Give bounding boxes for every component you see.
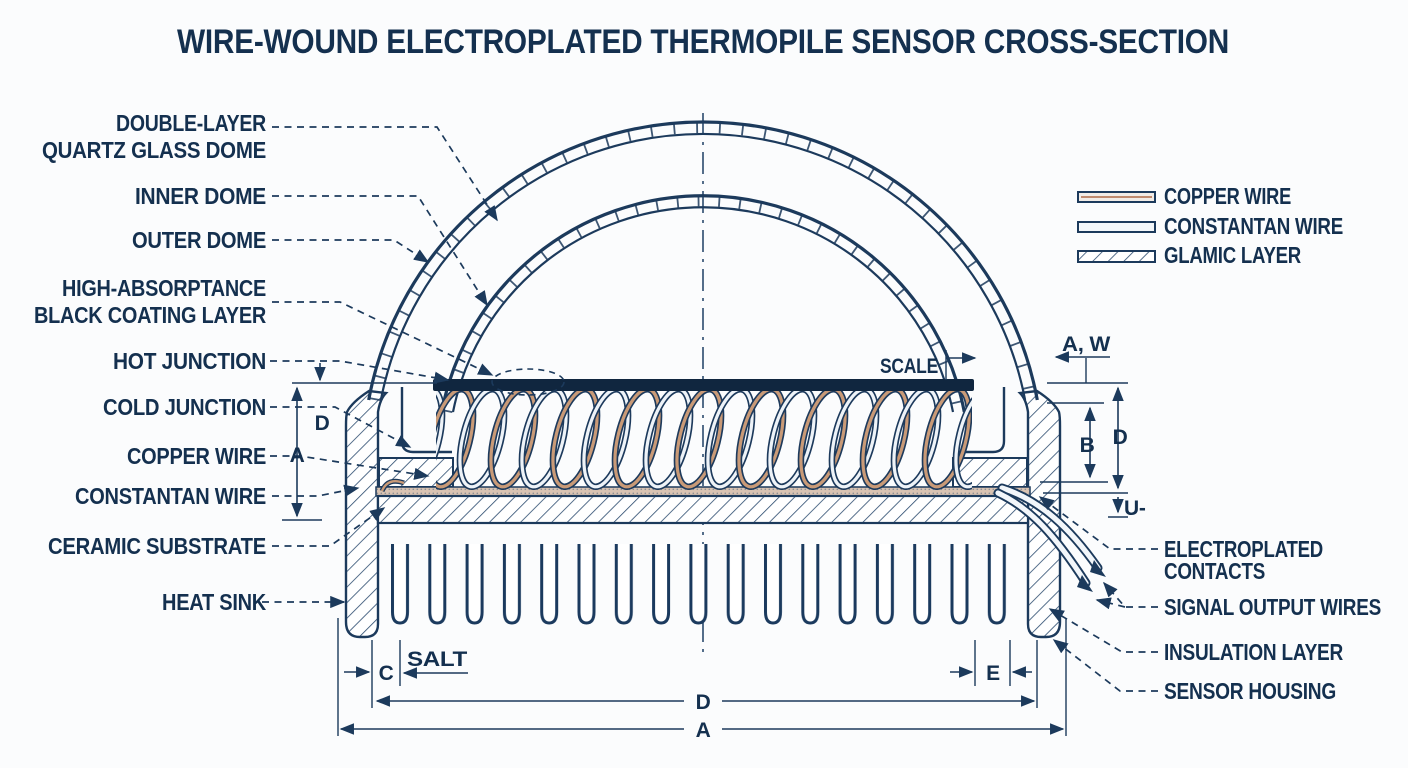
dim-c: C (379, 662, 394, 685)
black-coating-bar (433, 379, 974, 391)
heat-sink (390, 544, 1015, 629)
hot-junction-highlight (491, 368, 565, 396)
label-outer-dome: OUTER DOME (132, 227, 266, 253)
signal-output-wires (993, 483, 1106, 592)
leader-housing (1052, 639, 1158, 692)
dim-d-left: D (315, 412, 330, 435)
label-constantan-wire: CONSTANTAN WIRE (75, 483, 266, 509)
label-hot-junction: HOT JUNCTION (113, 348, 266, 374)
label-coating-line2: BLACK COATING LAYER (34, 302, 267, 328)
legend-labels: COPPER WIRE CONSTANTAN WIRE GLAMIC LAYER (1164, 183, 1343, 268)
dim-u: U- (1124, 497, 1146, 520)
label-contacts-line1: ELECTROPLATED (1164, 536, 1323, 562)
dim-aw: A, W (1062, 333, 1110, 356)
leader-contacts (1038, 496, 1158, 550)
quartz-glass-dome (367, 120, 1039, 413)
label-inner-dome: INNER DOME (135, 183, 266, 209)
label-sensor-housing: SENSOR HOUSING (1164, 678, 1336, 704)
leader-insulation (1048, 608, 1158, 653)
legend (1077, 191, 1156, 263)
wire-windings (436, 386, 972, 490)
dimension-lines (282, 350, 1128, 736)
legend-swatch-constantan (1077, 221, 1156, 233)
outer-dome-inner-line (379, 132, 1027, 401)
label-coating-line1: HIGH-ABSORPTANCE (62, 275, 266, 301)
ceramic-substrate (376, 494, 1030, 525)
dim-e: E (986, 662, 1000, 685)
thermopile-coil (379, 379, 974, 493)
sensor-housing-walls (344, 389, 1062, 639)
legend-label-glamic: GLAMIC LAYER (1164, 242, 1302, 268)
leader-hot-junction (270, 360, 450, 384)
inner-dome-outer-line (440, 194, 966, 413)
heat-sink-fins (390, 544, 1015, 629)
label-signal-wires: SIGNAL OUTPUT WIRES (1164, 594, 1381, 620)
leader-lines (262, 126, 1158, 692)
housing-wall-right (1017, 389, 1062, 639)
label-dome-line1: DOUBLE-LAYER (116, 110, 267, 136)
label-copper-wire: COPPER WIRE (127, 443, 266, 469)
label-dome-line2: QUARTZ GLASS DOME (42, 137, 266, 163)
dim-salt: SALT (407, 648, 468, 671)
leader-outer-dome (272, 239, 430, 263)
legend-swatch-glamic (1077, 250, 1156, 263)
label-ceramic-substrate: CERAMIC SUBSTRATE (48, 533, 266, 559)
leader-signal-2 (1095, 597, 1126, 610)
right-callout-labels: ELECTROPLATED CONTACTS SIGNAL OUTPUT WIR… (1164, 536, 1381, 704)
dim-scale: SCALE (880, 355, 938, 378)
leader-ceramic-substrate (272, 507, 386, 547)
outer-dome-outer-line (367, 120, 1039, 401)
leader-coating (272, 301, 494, 376)
legend-label-constantan: CONSTANTAN WIRE (1164, 213, 1343, 239)
dim-a-left: A (290, 444, 305, 467)
dim-d-right: D (1113, 426, 1128, 449)
housing-wall-left (344, 389, 389, 639)
label-heat-sink: HEAT SINK (162, 589, 267, 615)
leader-signal-1 (1102, 581, 1158, 608)
legend-label-copper: COPPER WIRE (1164, 183, 1291, 209)
leader-cold-junction (270, 406, 412, 448)
label-contacts-line2: CONTACTS (1164, 558, 1265, 584)
inner-channel-right (954, 387, 1006, 454)
dim-b: B (1080, 434, 1095, 457)
dim-a-bottom: A (696, 719, 711, 742)
leader-dome (272, 126, 498, 222)
leader-constantan-wire (272, 484, 360, 497)
dimension-labels: A, W SCALE B D U- D A C SALT E D A (290, 333, 1147, 742)
label-insulation: INSULATION LAYER (1164, 639, 1344, 665)
diagram-title: WIRE-WOUND ELECTROPLATED THERMOPILE SENS… (177, 23, 1229, 61)
dim-d-bottom: D (696, 691, 711, 714)
inner-dome-inner-line (451, 206, 955, 413)
left-callout-labels: DOUBLE-LAYER QUARTZ GLASS DOME INNER DOM… (34, 110, 267, 615)
label-cold-junction: COLD JUNCTION (103, 394, 266, 420)
